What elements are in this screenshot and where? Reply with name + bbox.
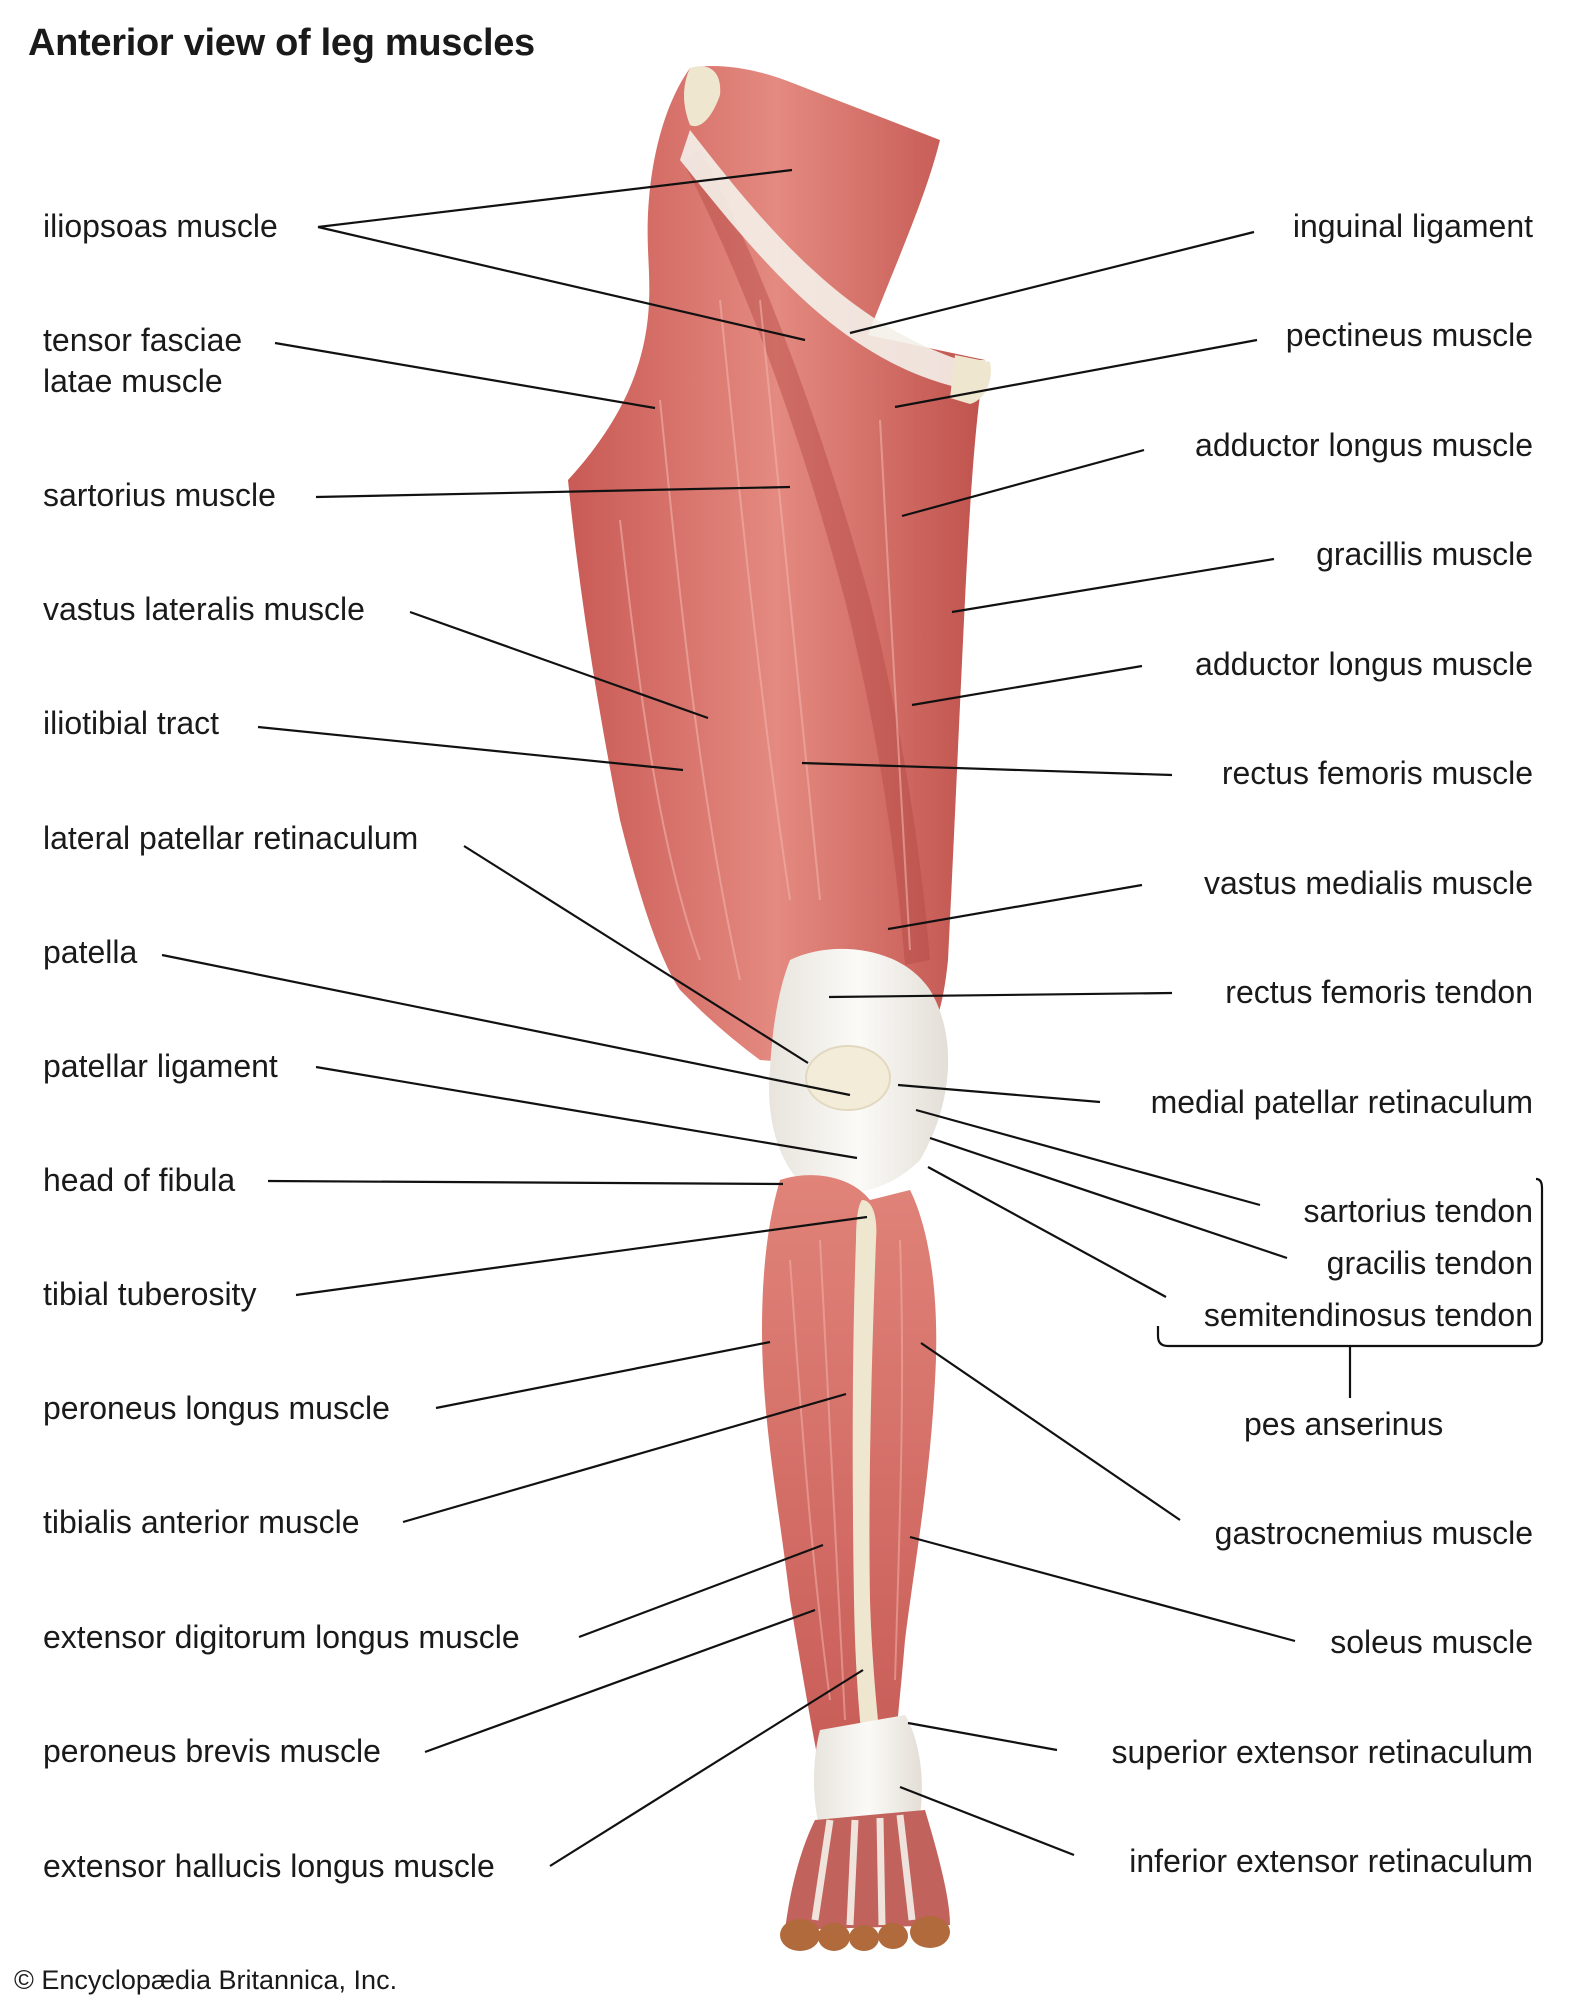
label-semitendinosus-tendon: semitendinosus tendon: [1203, 1297, 1533, 1333]
label-gracillis-muscle: gracillis muscle: [1316, 536, 1533, 572]
label-vastus-medialis-muscle: vastus medialis muscle: [1204, 865, 1533, 901]
leader-line: [899, 1785, 1075, 1857]
leader-line: [801, 761, 1173, 777]
label-iliotibial-tract: iliotibial tract: [43, 705, 220, 741]
label-adductor-longus-muscle: adductor longus muscle: [1195, 427, 1533, 463]
leader-line: [435, 1340, 771, 1410]
leader-line: [897, 1083, 1101, 1104]
leader-line: [909, 1535, 1296, 1643]
leader-line: [951, 557, 1275, 614]
label-tibial-tuberosity: tibial tuberosity: [43, 1276, 257, 1312]
leader-line: [915, 1108, 1261, 1207]
leader-line: [911, 664, 1143, 707]
foot: [785, 1810, 950, 1930]
label-peroneus-longus-muscle: peroneus longus muscle: [43, 1390, 390, 1426]
leader-line: [315, 1065, 858, 1160]
label-text: tensor fasciae latae muscle: [43, 322, 243, 399]
label-soleus-muscle: soleus muscle: [1330, 1624, 1533, 1660]
leader-line: [257, 725, 684, 772]
leader-line: [907, 1721, 1058, 1752]
leader-line: [894, 338, 1258, 409]
label-pectineus-muscle: pectineus muscle: [1285, 317, 1533, 353]
label-medial-patellar-retinaculum: medial patellar retinaculum: [1150, 1084, 1533, 1120]
label-patella: patella: [43, 934, 138, 970]
leader-line: [317, 168, 793, 229]
label-head-of-fibula: head of fibula: [43, 1162, 236, 1198]
tibia: [852, 1200, 880, 1742]
label-lateral-patellar-retinaculum: lateral patellar retinaculum: [43, 820, 419, 856]
copyright-credit: © Encyclopædia Britannica, Inc.: [14, 1965, 398, 1995]
leader-line: [424, 1608, 816, 1754]
leader-line: [267, 1179, 784, 1186]
lower-leg-muscles: [762, 1175, 937, 1770]
label-inguinal-ligament: inguinal ligament: [1292, 208, 1533, 244]
leader-line: [929, 1136, 1288, 1260]
leader-line: [317, 225, 806, 342]
label-inferior-extensor-retinaculum: inferior extensor retinaculum: [1129, 1843, 1533, 1879]
label-tensor-fasciae-latae-muscle: tensor fasciae latae muscle: [43, 320, 283, 402]
leader-line: [463, 845, 809, 1064]
leader-line: [927, 1166, 1167, 1298]
leader-lines: [161, 168, 1544, 1867]
label-adductor-longus-muscle-2: adductor longus muscle: [1195, 646, 1533, 682]
label-patellar-ligament: patellar ligament: [43, 1048, 278, 1084]
hip-bone: [684, 66, 721, 127]
patella-shape: [805, 1045, 891, 1111]
leader-line: [274, 341, 656, 410]
label-pes-anserinus: pes anserinus: [1244, 1406, 1444, 1442]
leader-line: [578, 1543, 824, 1639]
leader-line: [402, 1392, 847, 1524]
leader-line: [549, 1669, 864, 1867]
leader-line: [315, 485, 791, 499]
label-gracilis-tendon: gracilis tendon: [1326, 1245, 1533, 1281]
label-extensor-hallucis-longus-muscle: extensor hallucis longus muscle: [43, 1848, 495, 1884]
label-superior-extensor-retinaculum: superior extensor retinaculum: [1111, 1734, 1533, 1770]
leader-line: [901, 448, 1145, 518]
label-iliopsoas-muscle: iliopsoas muscle: [43, 208, 278, 244]
label-sartorius-tendon: sartorius tendon: [1303, 1193, 1533, 1229]
label-tibialis-anterior-muscle: tibialis anterior muscle: [43, 1504, 360, 1540]
leader-line: [887, 883, 1143, 931]
label-rectus-femoris-muscle: rectus femoris muscle: [1221, 755, 1533, 791]
pes-anserinus-bracket: [1156, 1177, 1544, 1348]
label-extensor-digitorum-longus-muscle: extensor digitorum longus muscle: [43, 1619, 520, 1655]
thigh-muscles: [568, 65, 985, 1071]
page-title: Anterior view of leg muscles: [28, 22, 535, 64]
leader-line: [920, 1342, 1181, 1521]
label-sartorius-muscle: sartorius muscle: [43, 477, 276, 513]
leader-line: [849, 230, 1255, 335]
label-rectus-femoris-tendon: rectus femoris tendon: [1225, 974, 1533, 1010]
extensor-retinaculum: [814, 1715, 922, 1830]
label-peroneus-brevis-muscle: peroneus brevis muscle: [43, 1733, 381, 1769]
label-vastus-lateralis-muscle: vastus lateralis muscle: [43, 591, 365, 627]
leader-line: [409, 610, 709, 720]
label-gastrocnemius-muscle: gastrocnemius muscle: [1214, 1515, 1533, 1551]
leader-line: [828, 991, 1173, 999]
leader-line: [161, 953, 851, 1097]
leader-line: [295, 1215, 868, 1297]
